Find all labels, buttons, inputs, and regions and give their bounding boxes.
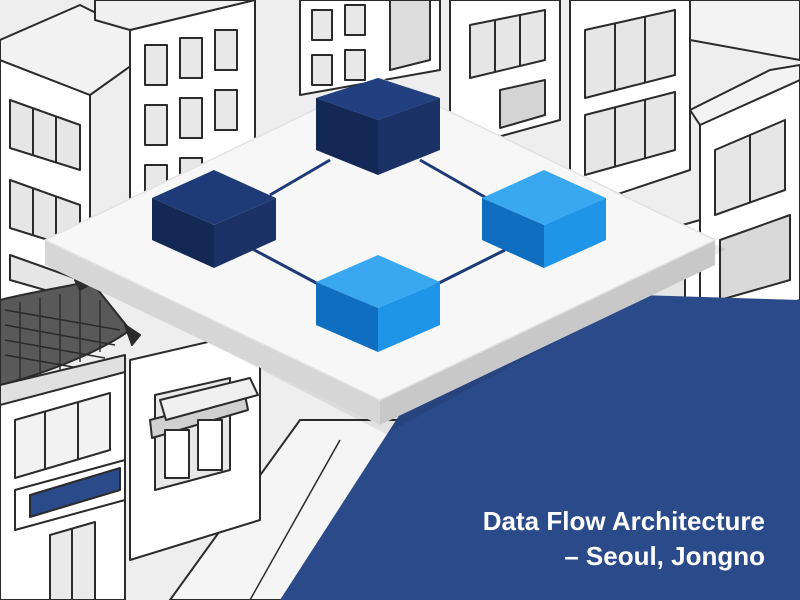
node-bottom <box>316 255 440 352</box>
connector-top-right <box>419 158 491 202</box>
hanok-signboard <box>29 467 121 518</box>
node-left <box>152 170 276 268</box>
hanok-building <box>0 277 261 600</box>
building-right-center <box>449 0 561 151</box>
title-line-2: – Seoul, Jongno <box>564 541 765 571</box>
node-right <box>482 170 606 268</box>
connector-left-top <box>269 158 331 197</box>
building-far-right <box>689 64 800 331</box>
building-center <box>299 0 441 96</box>
building-right <box>569 0 800 211</box>
connector-left-bottom <box>244 243 321 287</box>
data-flow-connectors <box>244 158 506 287</box>
title-line-1: Data Flow Architecture <box>483 506 765 536</box>
connector-bottom-right <box>434 248 506 287</box>
node-top <box>316 78 440 175</box>
title-banner <box>280 290 800 600</box>
